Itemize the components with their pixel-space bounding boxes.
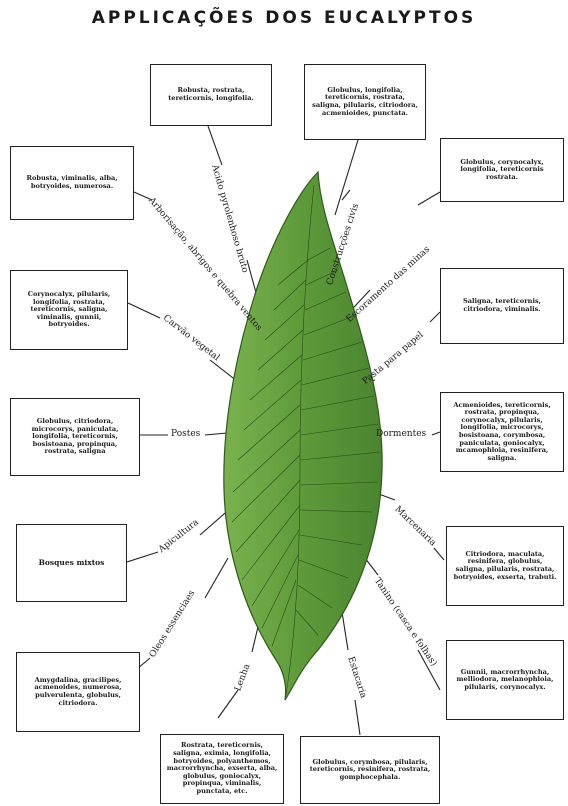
label-dormentes: Dormentes: [376, 429, 426, 439]
box-left-1: Robusta, viminalis, alba, botryoides, nu…: [10, 146, 134, 220]
label-postes: Postes: [171, 429, 200, 439]
box-right-4: Citriodora, maculata, resinifera, globul…: [446, 526, 564, 606]
box-bottom-left: Rostrata, tereticornis, saligna, eximia,…: [160, 734, 284, 804]
box-right-5: Gunnii, macrorrhyncha, melliodora, melan…: [446, 640, 564, 720]
box-left-5: Amygdalina, gracilipes, acmenoides, nume…: [16, 652, 140, 732]
box-top-left: Robusta, rostrata, tereticornis, longifo…: [150, 64, 272, 126]
box-left-4: Bosques mixtos: [16, 524, 127, 602]
box-left-3: Globulus, citriodora, microcorys, panicu…: [10, 398, 140, 476]
box-bottom-right: Globulus, corymbosa, pilularis, teretico…: [300, 736, 440, 804]
box-left-2: Corynocalyx, pilularis, longifolia, rost…: [10, 270, 128, 350]
box-right-1: Globulus, corynocalyx, longifolia, teret…: [440, 138, 564, 202]
box-right-2: Saligna, tereticornis, citriodora, vimin…: [440, 268, 564, 344]
box-right-3: Acmenioides, tereticornis, rostrata, pro…: [440, 392, 564, 472]
box-top-right: Globulus, longifolia, tereticornis, rost…: [304, 64, 426, 140]
